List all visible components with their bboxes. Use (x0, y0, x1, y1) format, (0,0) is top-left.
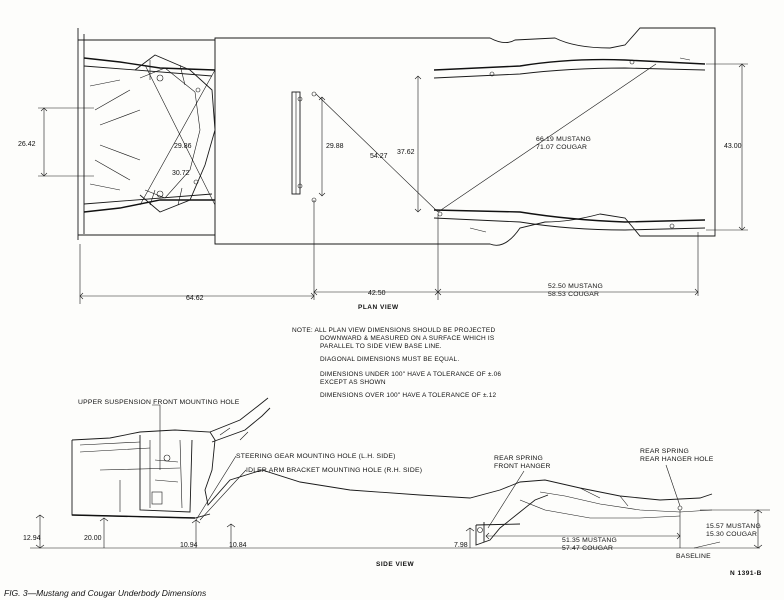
dim-43-00: 43.00 (724, 143, 742, 150)
label-idler-arm: IDLER ARM BRACKET MOUNTING HOLE (R.H. SI… (246, 467, 422, 474)
dim-12-94: 12.94 (23, 535, 41, 542)
dim-64-62: 64.62 (186, 295, 204, 302)
dim-37-62: 37.62 (397, 149, 415, 156)
side-view: UPPER SUSPENSION FRONT MOUNTING HOLE STE… (23, 397, 770, 568)
plan-dimension-lines (38, 63, 748, 304)
dim-diagonal-mustang: 66.19 MUSTANG (536, 136, 591, 143)
dim-29-86: 29.86 (174, 143, 192, 150)
note-line-7: DIMENSIONS OVER 100" HAVE A TOLERANCE OF… (320, 392, 497, 399)
label-rear-spring-rear-1: REAR SPRING (640, 448, 689, 455)
dim-right-mustang: 15.57 MUSTANG (706, 523, 761, 530)
crossmember (291, 91, 317, 203)
figure-code: N 1391-B (730, 570, 762, 577)
note-line-4: DIAGONAL DIMENSIONS MUST BE EQUAL. (320, 356, 459, 363)
note-line-6: EXCEPT AS SHOWN (320, 379, 386, 386)
note-line-5: DIMENSIONS UNDER 100" HAVE A TOLERANCE O… (320, 371, 501, 378)
dim-26-42: 26.42 (18, 141, 36, 148)
floor-pan-outline (214, 27, 716, 246)
dim-7-98: 7.98 (454, 542, 468, 549)
dim-10-84: 10.84 (229, 542, 247, 549)
label-steering-gear: STEERING GEAR MOUNTING HOLE (L.H. SIDE) (236, 453, 396, 460)
note-line-1: NOTE: ALL PLAN VIEW DIMENSIONS SHOULD BE… (292, 327, 495, 334)
dim-mid-mustang: 51.35 MUSTANG (562, 537, 617, 544)
label-rear-spring-front-1: REAR SPRING (494, 455, 543, 462)
dim-30-72: 30.72 (172, 170, 190, 177)
label-rear-spring-rear-2: REAR HANGER HOLE (640, 456, 714, 463)
dim-right-cougar: 15.30 COUGAR (706, 531, 757, 538)
front-frame-rails (77, 28, 216, 240)
dim-diagonal-cougar: 71.07 COUGAR (536, 144, 587, 151)
label-baseline: BASELINE (676, 553, 711, 560)
plan-view-title: PLAN VIEW (358, 304, 399, 311)
side-view-title: SIDE VIEW (376, 561, 414, 568)
dim-rear-mustang: 52.50 MUSTANG (548, 283, 603, 290)
label-upper-suspension: UPPER SUSPENSION FRONT MOUNTING HOLE (78, 399, 240, 406)
figure-caption: FIG. 3—Mustang and Cougar Underbody Dime… (4, 588, 207, 598)
plan-view: 26.42 29.86 30.72 29.88 54.27 37.62 66.1… (18, 27, 748, 311)
note-line-3: PARALLEL TO SIDE VIEW BASE LINE. (320, 343, 442, 350)
dim-29-88: 29.88 (326, 143, 344, 150)
side-dimension-lines (30, 404, 770, 549)
note-line-2: DOWNWARD & MEASURED ON A SURFACE WHICH I… (320, 335, 495, 342)
dim-rear-cougar: 58.53 COUGAR (548, 291, 599, 298)
dim-54-27: 54.27 (370, 153, 388, 160)
rear-frame-rails (433, 57, 706, 233)
dim-42-50: 42.50 (368, 290, 386, 297)
label-rear-spring-front-2: FRONT HANGER (494, 463, 551, 470)
notes-block: NOTE: ALL PLAN VIEW DIMENSIONS SHOULD BE… (292, 327, 501, 399)
side-body-outline (71, 397, 713, 546)
dim-mid-cougar: 57.47 COUGAR (562, 545, 613, 552)
dim-20-00: 20.00 (84, 535, 102, 542)
dim-10-94: 10.94 (180, 542, 198, 549)
